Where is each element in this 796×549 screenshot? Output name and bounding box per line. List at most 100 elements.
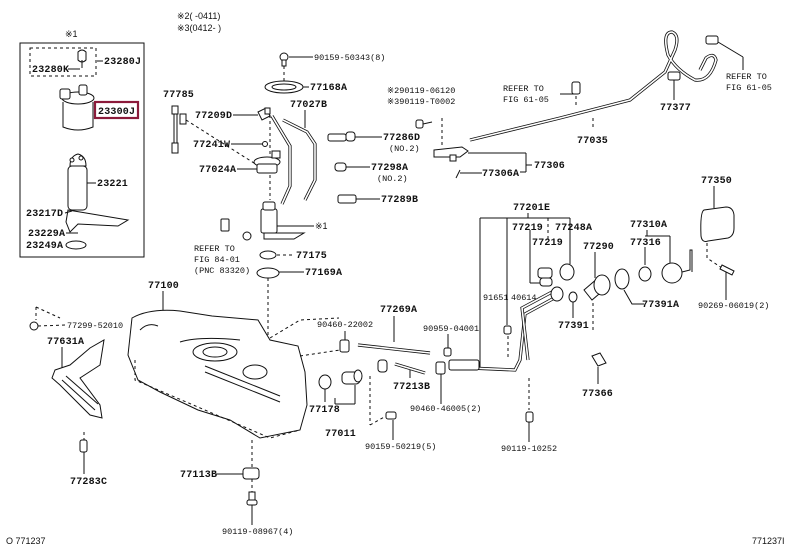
label-77168A[interactable]: 77168A [310,83,347,94]
label-77350[interactable]: 77350 [701,176,732,187]
label-40614[interactable]: 40614 [511,293,537,303]
label-23217D[interactable]: 23217D [26,209,63,220]
label-77286D[interactable]: 77286D [383,133,420,144]
ref-fig84-line1[interactable]: REFER TO [194,244,235,254]
label-77100[interactable]: 77100 [148,281,179,292]
part-90460-22002-clamp[interactable] [339,339,350,353]
label-77248A[interactable]: 77248A [555,223,592,234]
label-77241W[interactable]: 77241W [193,140,230,151]
label-23280J[interactable]: 23280J [104,57,141,68]
part-77391A-gasket[interactable] [614,268,630,290]
part-77168A-ring[interactable] [264,80,304,94]
label-90119-08967[interactable]: 90119-08967(4) [222,527,293,537]
part-77785-gauge[interactable] [171,105,187,154]
label-77306A[interactable]: 77306A [482,169,519,180]
label-77283C[interactable]: 77283C [70,477,107,488]
part-77299-clip[interactable] [29,321,39,331]
part-77241W-oring[interactable] [262,141,268,147]
part-77391-oring[interactable] [568,291,578,303]
label-90460-22002[interactable]: 90460-22002 [317,320,373,330]
label-77290[interactable]: 77290 [583,242,614,253]
label-77035[interactable]: 77035 [577,136,608,147]
label-23229A[interactable]: 23229A [28,229,65,240]
label-77113B[interactable]: 77113B [180,470,217,481]
part-77631A-heat-insulator[interactable] [51,339,105,419]
label-77316[interactable]: 77316 [630,238,661,249]
part-77350-fuel-lid[interactable] [700,206,735,242]
part-cable-end-fig61[interactable] [705,35,719,45]
label-77011[interactable]: 77011 [325,429,356,440]
label-77219-b[interactable]: 77219 [532,238,563,249]
part-filler-hose[interactable] [448,359,480,371]
part-90119-08967-bolt[interactable] [246,491,258,506]
note-bolt-variant-3[interactable]: ※390119-T0002 [387,97,455,107]
label-77377[interactable]: 77377 [660,103,691,114]
ref-fig84-line2[interactable]: FIG 84-01 [194,255,240,265]
label-23300J[interactable]: 23300J [98,107,135,118]
part-23221-pump[interactable] [67,153,88,211]
label-77310A[interactable]: 77310A [630,220,667,231]
label-91651[interactable]: 91651 [483,293,509,303]
part-77169A-gasket[interactable] [256,267,280,279]
part-23217D-screen[interactable] [65,209,130,233]
part-filler-pipe[interactable] [469,286,564,372]
part-90159-50343-screw[interactable] [279,52,289,67]
part-77283C-clip[interactable] [79,439,88,453]
part-77213B-hose[interactable] [377,359,426,375]
part-77113B-bracket[interactable] [242,467,260,480]
label-77306[interactable]: 77306 [534,161,565,172]
part-23249A-grommet[interactable] [65,240,87,250]
part-77289B-connector[interactable] [337,194,357,204]
ref-fig61b-line1[interactable]: REFER TO [726,72,767,82]
ref-fig84-line3[interactable]: (PNC 83320) [194,266,250,276]
part-bolt-90119[interactable] [415,119,433,129]
label-77169A[interactable]: 77169A [305,268,342,279]
label-23221[interactable]: 23221 [97,179,128,190]
part-77027B-tube[interactable] [270,115,317,205]
ref-fig61b-line2[interactable]: FIG 61-05 [726,83,772,93]
label-77785[interactable]: 77785 [163,90,194,101]
part-77286D-connector[interactable] [327,131,356,142]
label-77298A[interactable]: 77298A [371,163,408,174]
label-77201E[interactable]: 77201E [513,203,550,214]
label-77219-a[interactable]: 77219 [512,223,543,234]
label-77391[interactable]: 77391 [558,321,589,332]
label-77366[interactable]: 77366 [582,389,613,400]
label-77175[interactable]: 77175 [296,251,327,262]
part-77377-clamp[interactable] [667,71,681,81]
part-40614-bolt[interactable] [503,325,512,335]
label-77178[interactable]: 77178 [309,405,340,416]
part-77175-gasket[interactable] [259,250,277,260]
part-77366-bracket[interactable] [591,352,607,367]
label-90119-10252[interactable]: 90119-10252 [501,444,557,454]
part-fuel-pump-unit[interactable] [220,201,306,241]
part-77248A-cap[interactable] [559,263,575,281]
label-90159-50343[interactable]: 90159-50343(8) [314,53,385,63]
part-23280-connector[interactable] [77,49,87,68]
part-77310A-cap[interactable] [661,249,693,284]
part-90269-screw[interactable] [719,264,735,276]
part-77178-gasket[interactable] [318,374,332,390]
label-77027B[interactable]: 77027B [290,100,327,111]
part-90119-10252-bolt[interactable] [525,411,534,423]
part-77209D-clamp[interactable] [257,107,271,121]
label-77269A[interactable]: 77269A [380,305,417,316]
part-90959-clamp[interactable] [443,347,452,357]
note-bolt-variant-2[interactable]: ※290119-06120 [387,86,455,96]
label-77299-52010[interactable]: 77299-52010 [67,321,123,331]
part-77219-clip[interactable] [537,267,553,287]
part-77035-cable[interactable] [469,30,718,142]
part-77306A-rod[interactable] [455,169,461,179]
part-77269A-hose[interactable] [357,343,431,355]
label-23280K[interactable]: 23280K [32,65,69,76]
label-77631A[interactable]: 77631A [47,337,84,348]
label-90159-50219[interactable]: 90159-50219(5) [365,442,436,452]
label-23249A[interactable]: 23249A [26,241,63,252]
part-77024A-gauge-body[interactable] [253,150,281,174]
part-90159-50219-screw[interactable] [385,411,397,420]
part-90460-46005-clamp[interactable] [435,361,446,375]
part-77298A-clip[interactable] [334,162,347,172]
ref-fig61a-line2[interactable]: FIG 61-05 [503,95,549,105]
part-77290-inlet[interactable] [583,274,611,301]
label-77209D[interactable]: 77209D [195,111,232,122]
